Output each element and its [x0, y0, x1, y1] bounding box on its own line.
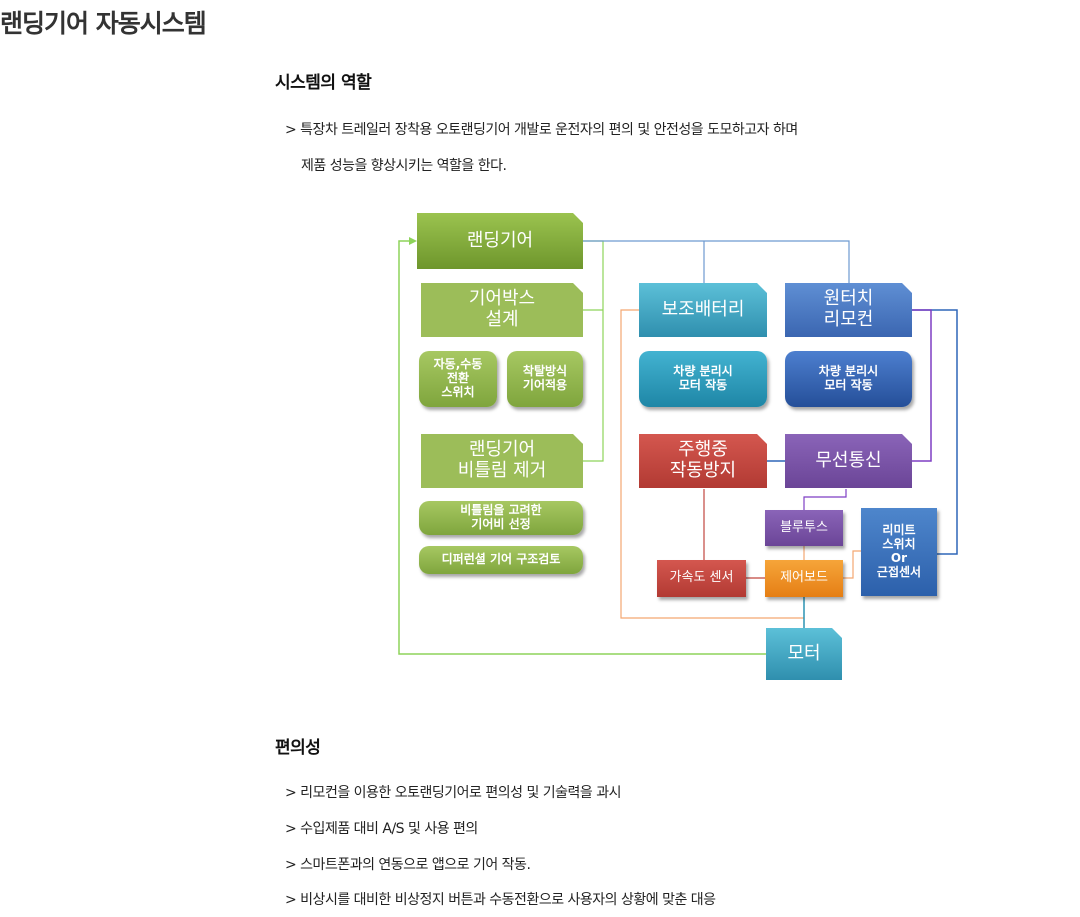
role-heading: 시스템의 역할 — [275, 73, 372, 93]
gearbox-design-box: 기어박스 설계 — [421, 283, 583, 337]
role-text-line-1: > 특장차 트레일러 장착용 오토랜딩기어 개발로 운전자의 편의 및 안전성을… — [285, 122, 798, 138]
twist-removal-box: 랜딩기어 비틀림 제거 — [421, 434, 583, 488]
convenience-heading: 편의성 — [275, 738, 321, 758]
motor-box: 모터 — [766, 628, 842, 680]
aux-battery-box: 보조배터리 — [639, 283, 767, 337]
differential-gear-box: 디퍼런셜 기어 구조검토 — [419, 546, 583, 574]
convenience-item: > 수입제품 대비 A/S 및 사용 편의 — [285, 821, 478, 837]
connector-battery-loop — [620, 309, 804, 619]
arrow-head — [409, 237, 417, 245]
bluetooth-box: 블루투스 — [765, 510, 843, 546]
aux-battery-sub-box: 차량 분리시 모터 작동 — [639, 351, 767, 407]
convenience-item: > 스마트폰과의 연동으로 앱으로 기어 작동. — [285, 857, 531, 873]
convenience-item: > 비상시를 대비한 비상정지 버튼과 수동전환으로 사용자의 상황에 맞춘 대… — [285, 892, 716, 908]
connector-remote-to-wireless — [912, 309, 932, 462]
drive-prevent-box: 주행중 작동방지 — [639, 434, 767, 488]
wireless-box: 무선통신 — [785, 434, 912, 488]
connector-wireless-to-bluetooth — [803, 489, 847, 510]
landing-gear-box: 랜딩기어 — [417, 213, 583, 269]
connector-green-bracket — [583, 240, 604, 462]
convenience-item: > 리모컨을 이용한 오토랜딩기어로 편의성 및 기술력을 과시 — [285, 785, 622, 801]
limit-switch-box: 리미트 스위치 Or 근접센서 — [861, 508, 937, 596]
accel-sensor-box: 가속도 센서 — [657, 560, 746, 597]
connector-remote-to-limit-switch — [912, 309, 958, 555]
remote-box: 원터치 리모컨 — [785, 283, 912, 337]
control-board-box: 제어보드 — [765, 560, 843, 597]
connector-lines — [398, 237, 958, 655]
connector-control-to-limit-switch — [843, 550, 861, 579]
auto-manual-switch-box: 자동,수동 전환 스위치 — [419, 351, 497, 407]
system-diagram: 랜딩기어 기어박스 설계 자동,수동 전환 스위치 착탈방식 기어적용 랜딩기어… — [395, 210, 965, 685]
connector-motor-to-landing-gear — [398, 240, 766, 655]
role-text-line-2: 제품 성능을 향상시키는 역할을 한다. — [301, 158, 507, 174]
connector-landing-gear-to-remote — [583, 240, 850, 283]
removable-gear-box: 착탈방식 기어적용 — [507, 351, 583, 407]
page-title: 랜딩기어 자동시스템 — [0, 9, 207, 38]
gear-ratio-box: 비틀림을 고려한 기어비 선정 — [419, 501, 583, 535]
remote-sub-box: 차량 분리시 모터 작동 — [785, 351, 912, 407]
